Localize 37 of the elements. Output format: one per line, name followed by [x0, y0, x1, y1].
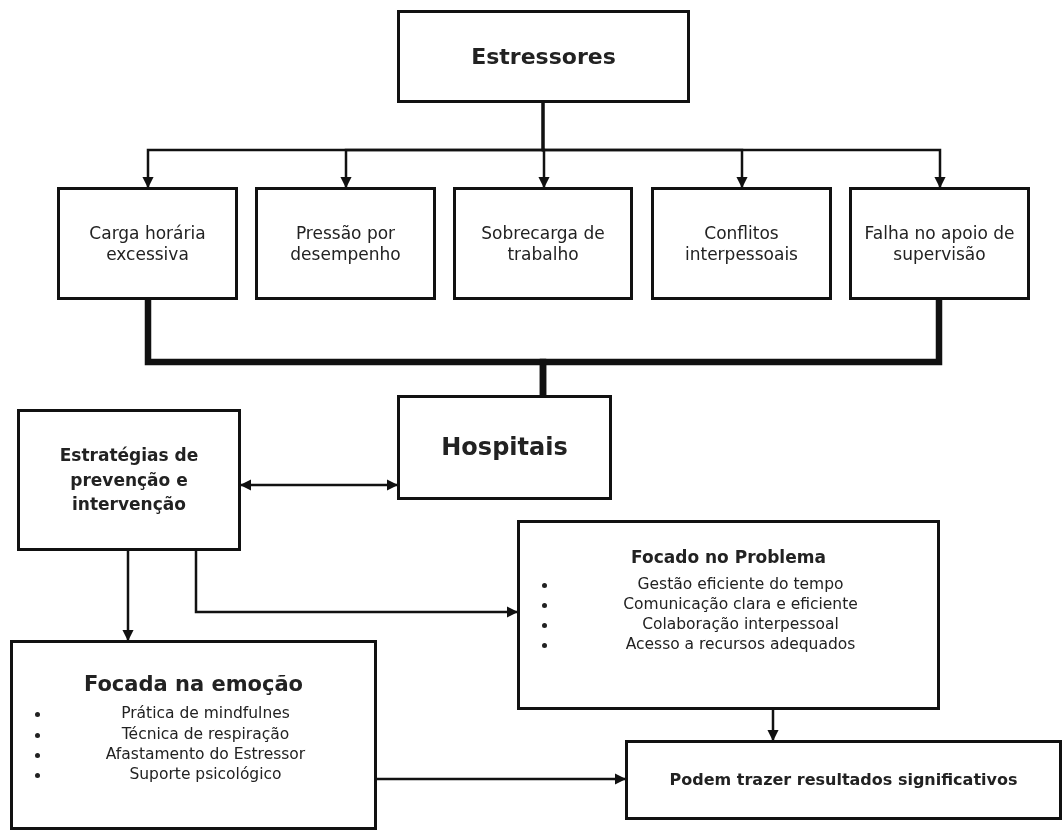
process-box [255, 187, 436, 300]
process-box [453, 187, 633, 300]
box-text: Sobrecarga de trabalho [480, 223, 606, 264]
title-box [397, 10, 690, 103]
arrow [239, 479, 399, 491]
box-text: Hospitais [441, 432, 568, 464]
arrow [377, 773, 627, 785]
box-text: Podem trazer resultados significativos [669, 769, 1018, 792]
bullet-item: Afastamento do Estressor [13, 743, 374, 764]
box-text: Estratégias de prevenção e intervenção [58, 444, 200, 517]
arrow [194, 551, 519, 618]
list-box [517, 520, 940, 710]
box-text: Pressão por desempenho [289, 223, 402, 264]
bullet-item: Prática de mindfulnes [13, 703, 374, 724]
box-heading: Focada na emoção [83, 671, 304, 698]
bullet-item: Colaboração interpessoal [520, 613, 937, 635]
box-text: Estressores [471, 42, 616, 71]
strategy-box [17, 409, 241, 551]
arrow [122, 551, 134, 642]
bullet-item: Gestão eficiente do tempo [520, 573, 937, 594]
process-box [849, 187, 1030, 300]
arrow [541, 103, 946, 189]
box-text: Carga horária excessiva [88, 223, 207, 264]
bullet-item: Comunicação clara e eficiente [520, 593, 937, 614]
box-text: Falha no apoio de supervisão [863, 223, 1016, 264]
list-box [10, 640, 377, 830]
box-heading: Focado no Problema [631, 546, 826, 569]
box-text: Conflitos interpessoais [684, 223, 799, 264]
result-box [625, 740, 1062, 820]
process-box [57, 187, 238, 300]
bullet-item: Suporte psicológico [13, 763, 374, 784]
bullet-item: Acesso a recursos adequados [520, 634, 937, 655]
connector-line [539, 300, 943, 395]
bullet-item: Técnica de respiração [13, 723, 374, 744]
arrow [767, 710, 779, 742]
process-box [397, 395, 612, 500]
process-box [651, 187, 832, 300]
